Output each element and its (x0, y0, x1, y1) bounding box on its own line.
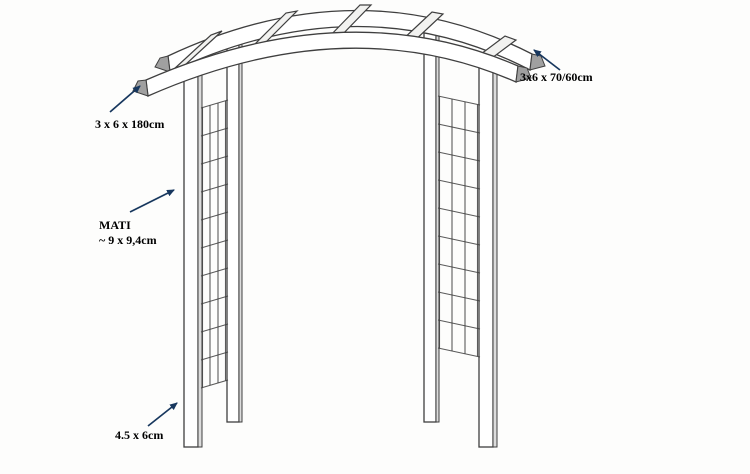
beam-cut-face (515, 65, 532, 83)
lattice-panel-right (437, 95, 481, 358)
beam-cut-face (154, 55, 171, 73)
post-back-left (226, 43, 243, 423)
label-post-size: 4.5 x 6cm (115, 428, 164, 442)
beam-cut-face (132, 79, 149, 97)
lattice-panel-left (200, 99, 229, 389)
arrow-lattice-size (129, 189, 175, 213)
callout-arrows (109, 49, 561, 427)
post-front-right (478, 64, 498, 448)
arrow-rafter-size (533, 49, 561, 71)
label-lattice-dimensions: ~ 9 x 9,4cm (99, 233, 157, 247)
label-rafter-size: 3x6 x 70/60cm (520, 70, 593, 84)
label-lattice-size: MATI ~ 9 x 9,4cm (99, 218, 157, 248)
label-arch-beam-size: 3 x 6 x 180cm (95, 117, 165, 131)
label-lattice-title: MATI (99, 218, 131, 232)
post-back-right (423, 30, 440, 423)
arrow-post-size (147, 402, 178, 427)
arch-beam-back (154, 9, 546, 73)
arrow-arch-beam-size (109, 85, 141, 113)
post-front-left (183, 73, 203, 448)
